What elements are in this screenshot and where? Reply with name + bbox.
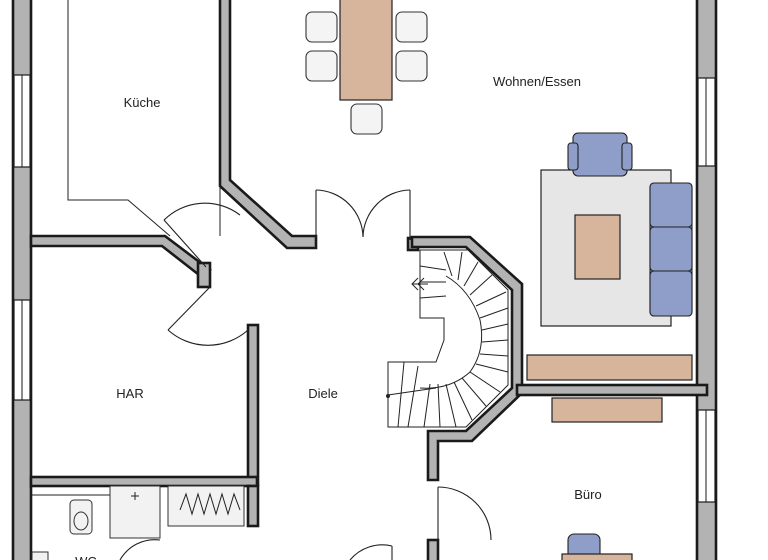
stair-treads <box>387 251 509 428</box>
wall-har-right <box>246 323 260 487</box>
dining-chair <box>395 50 428 82</box>
dining-chair <box>350 103 383 135</box>
staircase <box>386 249 509 428</box>
office-shelf <box>551 397 663 423</box>
armchair <box>572 132 628 177</box>
dining-chair <box>305 50 338 82</box>
wall-kitchen-har <box>29 234 212 280</box>
har-diele: HAR Diele <box>116 286 338 401</box>
wall-bottom-center <box>426 538 440 560</box>
windows-right <box>697 77 716 503</box>
kitchen-counter-outline <box>67 0 171 237</box>
wc: WC <box>31 485 245 560</box>
interior-walls <box>29 0 709 560</box>
dining-chair <box>305 11 338 43</box>
room-label-buero: Büro <box>574 487 601 502</box>
wall-har-bottom <box>29 475 259 488</box>
dining-table <box>339 0 393 101</box>
room-label-kueche: Küche <box>124 95 161 110</box>
wall-har-door-stub <box>196 261 212 289</box>
kitchen: Küche <box>67 0 241 268</box>
dining-chair <box>395 11 428 43</box>
room-label-har: HAR <box>116 386 143 401</box>
office: Büro <box>349 397 663 560</box>
wall-wc-right <box>246 484 260 528</box>
stair-direction-arrow <box>411 277 428 291</box>
room-label-wc: WC <box>75 554 97 560</box>
windows-left <box>13 74 31 401</box>
room-label-wohnen-essen: Wohnen/Essen <box>493 74 581 89</box>
sideboard <box>526 354 693 381</box>
wardrobe-hatch <box>179 492 241 516</box>
coffee-table <box>574 214 621 280</box>
wall-staircase <box>410 235 524 482</box>
room-label-diele: Diele <box>308 386 338 401</box>
office-desk <box>561 553 633 560</box>
living-dining: Wohnen/Essen <box>305 0 693 381</box>
wall-living-office <box>515 383 709 397</box>
